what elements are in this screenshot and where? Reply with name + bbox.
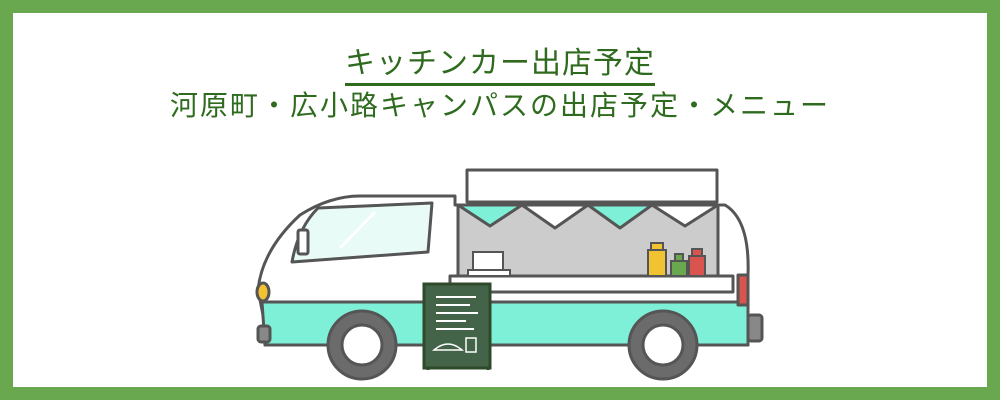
banner-title: キッチンカー出店予定 [0,38,1000,86]
register-icon [467,251,511,277]
green-bottle-icon [670,253,688,277]
mustard-bottle-icon [647,242,667,277]
banner-subtitle: 河原町・広小路キャンパスの出店予定・メニュー [169,89,830,122]
menu-board-icon [422,282,492,370]
ketchup-bottle-icon [688,248,706,277]
